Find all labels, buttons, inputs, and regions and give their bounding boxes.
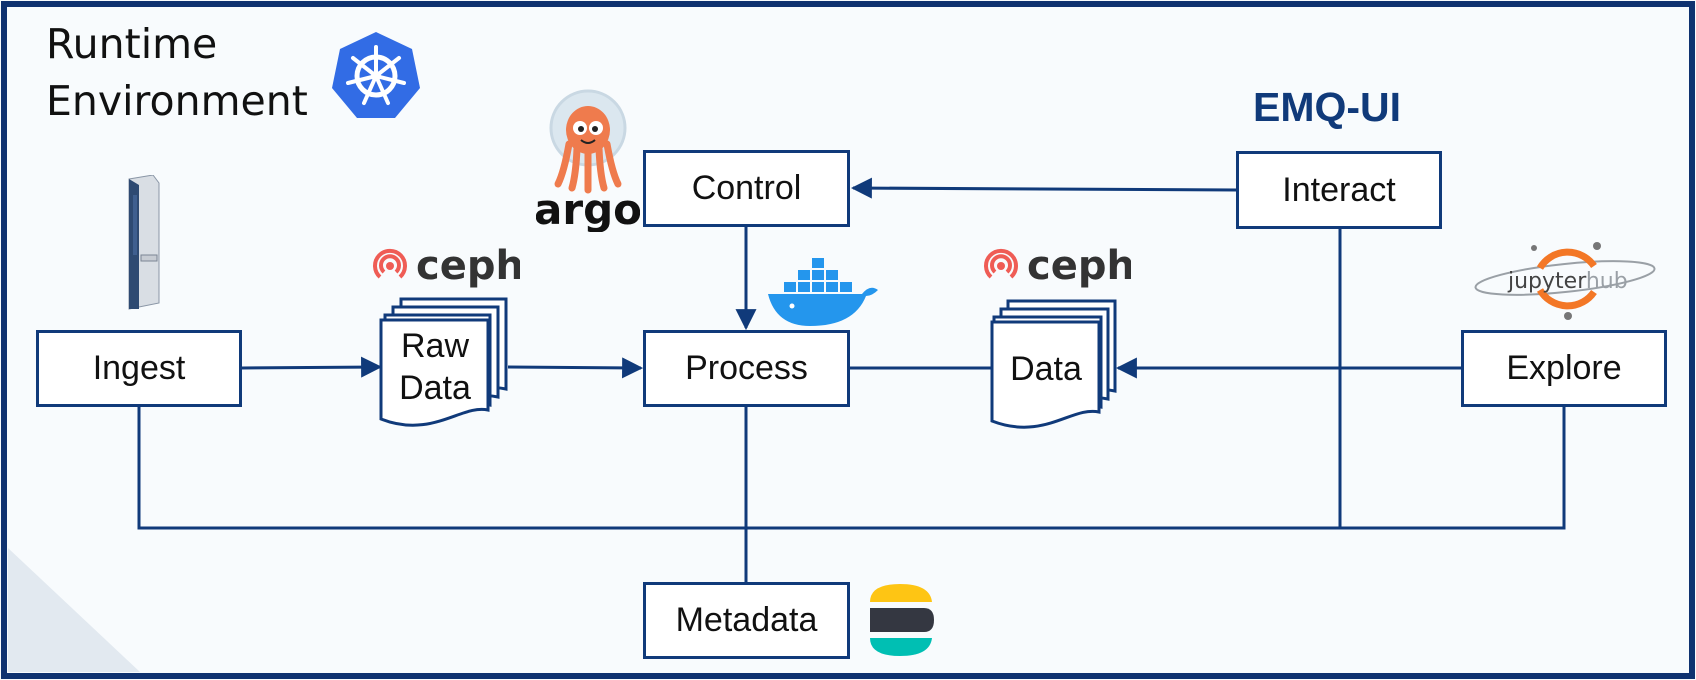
jupyterhub-logo-icon: jupyterhub bbox=[1474, 242, 1656, 320]
control-node: Control bbox=[643, 150, 850, 227]
jupyter-word: jupyter bbox=[1507, 269, 1587, 294]
title-line-2: Environment bbox=[46, 77, 308, 125]
page-title: Runtime Environment bbox=[46, 16, 308, 130]
interact-to-control-arrow bbox=[850, 177, 1238, 199]
data-label: Data bbox=[1010, 350, 1082, 388]
ingest-node: Ingest bbox=[36, 330, 242, 407]
corner-decoration bbox=[8, 548, 140, 672]
ceph-logo-icon-left: ceph bbox=[373, 243, 520, 289]
metadata-node: Metadata bbox=[643, 582, 850, 659]
data-document-stack bbox=[990, 299, 1117, 429]
raw-data-document-stack bbox=[379, 297, 508, 427]
title-line-1: Runtime bbox=[46, 20, 218, 68]
process-node: Process bbox=[643, 330, 850, 407]
ceph-logo-text-left: ceph bbox=[416, 243, 520, 289]
docker-icon bbox=[768, 258, 878, 326]
raw-data-label-line-1: Raw bbox=[400, 327, 470, 365]
jupyterhub-logo-text: jupyterhub bbox=[1507, 269, 1628, 294]
ceph-logo-text-right: ceph bbox=[1027, 243, 1131, 289]
interact-node: Interact bbox=[1236, 151, 1442, 229]
raw-data-label-line-2: Data bbox=[399, 369, 471, 407]
hub-word: hub bbox=[1586, 269, 1628, 294]
kubernetes-icon bbox=[332, 32, 420, 118]
explore-node: Explore bbox=[1461, 330, 1667, 407]
raw-to-process-arrow bbox=[507, 357, 644, 379]
raw-data-label: Raw Data bbox=[383, 325, 487, 409]
ingest-to-bus-line bbox=[137, 406, 1566, 530]
elastic-logo-icon bbox=[870, 584, 934, 656]
argo-logo-text: argo bbox=[536, 185, 640, 232]
server-icon bbox=[128, 175, 160, 310]
emq-ui-label: EMQ-UI bbox=[1253, 84, 1402, 130]
argo-logo-icon: argo bbox=[536, 89, 640, 232]
ceph-logo-icon-right: ceph bbox=[984, 243, 1131, 289]
ingest-to-raw-arrow bbox=[241, 356, 383, 378]
